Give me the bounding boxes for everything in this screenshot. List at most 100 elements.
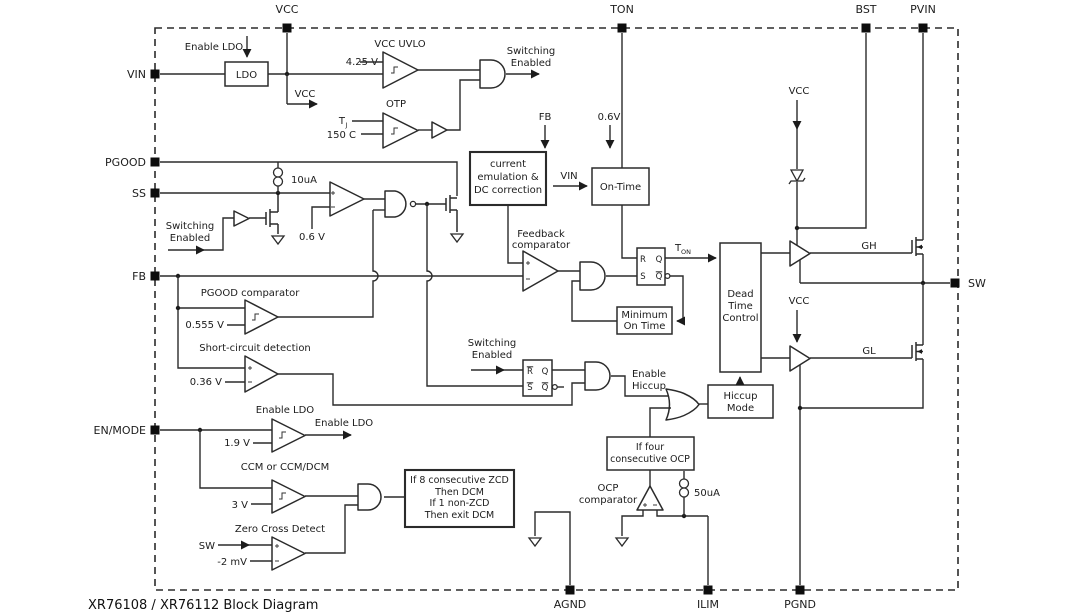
plus-minus-marks bbox=[526, 261, 530, 280]
pin-en-mode bbox=[150, 425, 160, 435]
dcm-and-gate bbox=[357, 483, 382, 511]
pgood-ref-label: 0.555 V bbox=[185, 320, 224, 331]
pin-fb bbox=[150, 271, 160, 281]
current-emulation-label: current bbox=[490, 159, 526, 170]
wire bbox=[203, 217, 234, 251]
ccm-title: CCM or CCM/DCM bbox=[241, 462, 329, 473]
hysteresis-glyph bbox=[391, 127, 398, 135]
latch-q-label: Q bbox=[542, 367, 549, 377]
wire bbox=[649, 407, 671, 437]
switching-enabled-label: Switching bbox=[468, 338, 517, 349]
pin-label-vcc: VCC bbox=[276, 3, 299, 16]
otp-ref-label: 150 C bbox=[327, 130, 356, 141]
switching-enabled-label: Enabled bbox=[472, 350, 512, 361]
agnd-symbol bbox=[527, 537, 543, 548]
current-source-10ua bbox=[272, 167, 284, 187]
hiccup-mode-block bbox=[707, 384, 774, 419]
pins: VCC TON BST PVIN VIN PGOOD SS FB EN/MODE… bbox=[94, 3, 986, 611]
current-emulation-block bbox=[468, 150, 548, 207]
wire bbox=[507, 205, 523, 264]
pin-pgnd bbox=[795, 585, 805, 595]
agnd-symbol bbox=[449, 233, 465, 244]
ocp-section: If four consecutive OCP OCP comparator 5… bbox=[527, 436, 720, 585]
zcd-rules-label: Then DCM bbox=[434, 487, 484, 498]
feedback-comparator-title: comparator bbox=[512, 240, 571, 251]
hiccup-latch-section: Switching Enabled R S Q Q Enable Hiccup … bbox=[426, 204, 774, 437]
if-four-ocp-label: If four bbox=[636, 442, 664, 453]
current-10ua-label: 10uA bbox=[291, 175, 317, 186]
latch-q-label: Q bbox=[656, 255, 663, 265]
dead-time-control-block bbox=[719, 242, 762, 373]
current-50ua-label: 50uA bbox=[694, 488, 720, 499]
switching-enabled-and-gate bbox=[479, 59, 506, 89]
pin-label-agnd: AGND bbox=[554, 598, 587, 611]
junction-dot bbox=[175, 305, 181, 311]
drivers-power-section: Dead Time Control VCC GH VCC GL bbox=[719, 33, 950, 585]
qbar-to-mot-wire bbox=[670, 275, 686, 326]
pin-label-pvin: PVIN bbox=[910, 3, 936, 16]
pin-label-vin: VIN bbox=[127, 68, 146, 81]
zcd-rules-label: If 1 non-ZCD bbox=[430, 498, 490, 509]
short-circuit-ref-label: 0.36 V bbox=[190, 377, 222, 388]
feedback-comparator bbox=[522, 250, 559, 292]
ocp-comparator-title: OCP bbox=[598, 483, 619, 494]
short-circuit-title: Short-circuit detection bbox=[199, 343, 311, 354]
wire bbox=[800, 283, 924, 409]
plus-minus-marks bbox=[275, 544, 279, 562]
ocp-comparator-title: comparator bbox=[579, 495, 638, 506]
if-four-ocp-block bbox=[606, 436, 695, 471]
v06-top-label: 0.6V bbox=[598, 112, 621, 123]
hiccup-or-gate bbox=[665, 388, 700, 421]
latch-r-label: R bbox=[527, 367, 533, 377]
zcd-sw-label: SW bbox=[199, 541, 215, 552]
pin-pvin bbox=[918, 23, 928, 33]
switching-enabled-label: Switching bbox=[507, 46, 556, 57]
enable-ldo-label: Enable LDO bbox=[185, 42, 244, 53]
pulse-and-gate bbox=[579, 261, 606, 291]
agnd-wire bbox=[534, 511, 571, 585]
high-side-mosfet bbox=[911, 237, 923, 256]
if-four-ocp-label: consecutive OCP bbox=[610, 454, 690, 465]
otp-tj-label: T bbox=[338, 116, 346, 127]
hysteresis-glyph bbox=[391, 66, 398, 74]
hysteresis-glyph bbox=[279, 492, 286, 500]
wire bbox=[305, 504, 358, 554]
pin-bst bbox=[861, 23, 871, 33]
pin-label-pgnd: PGND bbox=[784, 598, 816, 611]
short-circuit-comparator bbox=[244, 355, 279, 393]
dead-time-control-label: Time bbox=[727, 301, 752, 312]
hysteresis-glyph bbox=[279, 431, 286, 439]
junction-dot bbox=[794, 225, 800, 231]
latch-qbar-bubble bbox=[551, 383, 558, 391]
switching-enabled-label: Switching bbox=[166, 221, 215, 232]
on-time-rs-latch bbox=[636, 247, 666, 286]
junction-dot bbox=[797, 405, 803, 411]
latch-qbar-label: Q bbox=[542, 383, 549, 393]
nand-to-latch-wire bbox=[426, 204, 523, 387]
fb-comparators-section: PGOOD comparator 0.555 V Short-circuit d… bbox=[160, 273, 585, 406]
pin-label-pgood: PGOOD bbox=[105, 156, 146, 169]
fb-top-label: FB bbox=[539, 112, 552, 123]
pin-label-ss: SS bbox=[132, 187, 146, 200]
pin-ilim bbox=[703, 585, 713, 595]
diagram-title: XR76108 / XR76112 Block Diagram bbox=[88, 598, 318, 613]
latch-qbar-label: Q bbox=[656, 272, 663, 282]
minimum-on-time-label: Minimum bbox=[621, 310, 667, 321]
pin-label-ilim: ILIM bbox=[697, 598, 719, 611]
vcc-uvlo-title: VCC UVLO bbox=[374, 39, 425, 50]
on-time-label: On-Time bbox=[600, 182, 641, 193]
pin-sw bbox=[950, 278, 960, 288]
zcd-rules-label: Then exit DCM bbox=[424, 510, 495, 521]
enable-ldo-out-label: Enable LDO bbox=[315, 418, 374, 429]
hiccup-mode-label: Mode bbox=[727, 403, 754, 414]
bst-zener-diode bbox=[788, 169, 806, 185]
gl-driver bbox=[789, 345, 811, 372]
enable-hiccup-label: Hiccup bbox=[632, 381, 666, 392]
otp-title: OTP bbox=[386, 99, 406, 110]
latch-s-label: S bbox=[640, 272, 645, 282]
gh-driver bbox=[789, 240, 811, 267]
agnd-symbol bbox=[270, 235, 286, 246]
current-source-50ua bbox=[678, 478, 690, 498]
gh-label: GH bbox=[861, 241, 876, 252]
en-mode-section: Enable LDO 1.9 V Enable LDO CCM or CCM/D… bbox=[160, 405, 516, 571]
